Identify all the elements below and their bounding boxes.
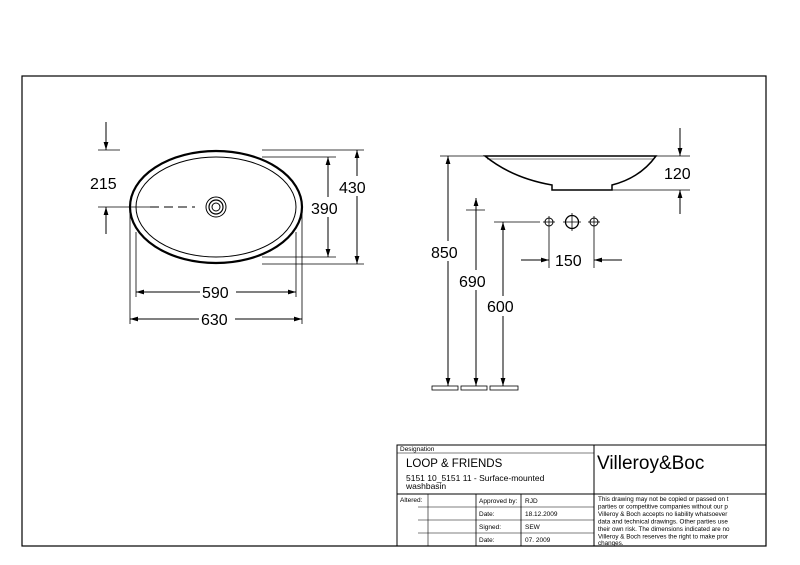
row-4-value: 07. 2009 (525, 537, 551, 544)
dim-390-label: 390 (311, 201, 338, 218)
dim-600-label: 600 (487, 299, 514, 316)
notice-line-1: This drawing may not be copied or passed… (598, 496, 729, 503)
top-view: 215 390 430 590 630 (90, 122, 373, 329)
notice-line-6: Villeroy & Boch reserves the right to ma… (598, 534, 728, 541)
notice-line-4: data and technical drawings. Other parti… (598, 519, 728, 526)
dim-215-label: 215 (90, 176, 117, 193)
floor-plate-left (431, 385, 459, 391)
tap-hole-right-icon (588, 216, 600, 228)
drain-icon (205, 196, 227, 218)
dim-120-label: 120 (664, 166, 691, 183)
title-block: Designation LOOP & FRIENDS 5151 10_5151 … (396, 444, 767, 547)
drawing-frame (21, 75, 767, 547)
notice-line-5: their own risk. The dimensions indicated… (598, 526, 730, 533)
row-1-label: Approved by: (479, 498, 517, 505)
dim-850-label: 850 (431, 245, 458, 262)
dim-690-label: 690 (459, 274, 486, 291)
altered-label: Altered: (400, 497, 423, 504)
product-type: washbasin (405, 481, 446, 491)
product-code: 5151 10_5151 11 - Surface-mounted (406, 473, 545, 483)
dim-150-label: 150 (555, 253, 582, 270)
floor-plate-right (489, 385, 519, 391)
basin-profile (482, 155, 658, 191)
side-view: 120 850 690 600 (430, 128, 691, 391)
notice-line-2: parties or competitive companies without… (598, 504, 728, 511)
dim-590-label: 590 (202, 285, 229, 302)
designation-label: Designation (400, 446, 435, 453)
row-4-label: Date: (479, 537, 495, 544)
row-3-label: Signed: (479, 524, 501, 531)
notice-line-7: changes. (598, 540, 624, 547)
floor-plate-middle (460, 385, 488, 391)
row-1-value: RJD (525, 498, 538, 505)
row-2-label: Date: (479, 511, 495, 518)
dim-630-label: 630 (201, 312, 228, 329)
row-2-value: 18.12.2009 (525, 511, 558, 518)
notice-line-3: Villeroy & Boch accepts no liability wha… (598, 511, 727, 518)
row-3-value: SEW (525, 524, 541, 531)
basin-inner-rim (135, 156, 297, 258)
tap-hole-center-icon (563, 213, 581, 231)
dim-430-label: 430 (339, 180, 366, 197)
product-name: LOOP & FRIENDS (406, 458, 503, 470)
tap-hole-left-icon (543, 216, 555, 228)
brand-logo: Villeroy&Boc (597, 453, 704, 474)
